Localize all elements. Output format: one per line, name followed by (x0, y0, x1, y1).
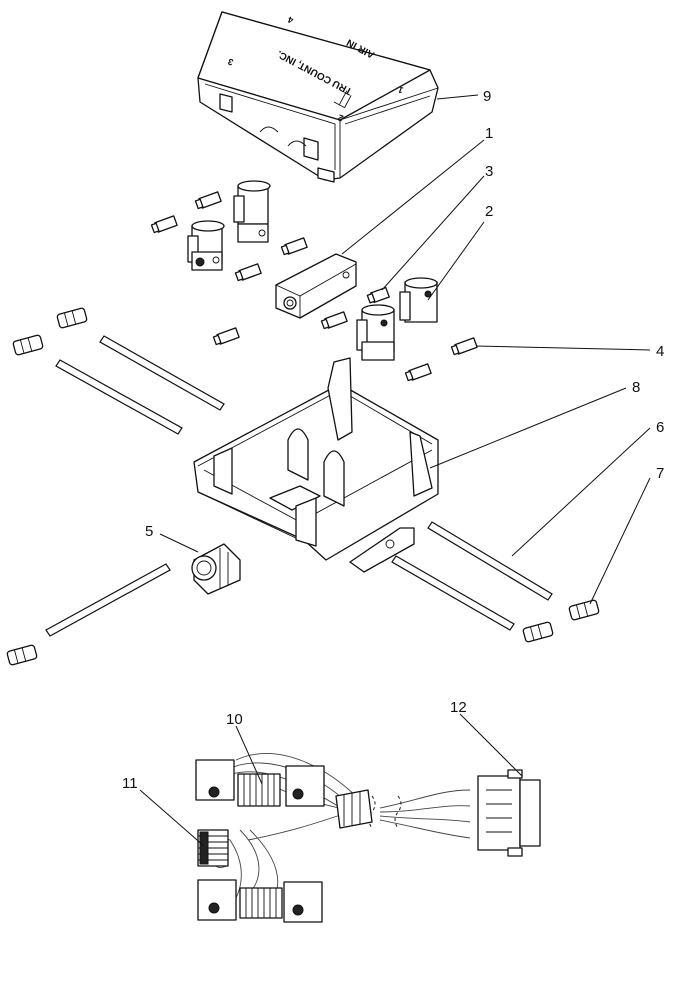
solenoid-valve-lower-right (399, 277, 438, 323)
tube-couplers (6, 307, 600, 666)
lid-port-3: 3 (227, 56, 235, 67)
callout-11: 11 (122, 775, 138, 792)
solenoid-valve-upper-right (233, 180, 271, 243)
solenoid-valve-upper-left (187, 220, 225, 271)
fitting-set (150, 191, 478, 382)
callout-1: 1 (485, 125, 493, 142)
lid-port-1: 1 (397, 84, 405, 95)
callout-8: 8 (632, 379, 640, 396)
harness-callout-leaders (139, 713, 523, 847)
callout-3: 3 (485, 163, 493, 180)
solenoid-valve-lower-left (356, 304, 395, 361)
lid-port-4: 4 (287, 14, 295, 25)
callout-5: 5 (145, 523, 153, 540)
lid-port-2: 2 (337, 112, 345, 123)
callout-leaders (159, 94, 651, 605)
callout-2: 2 (485, 203, 493, 220)
wiring-harness (195, 753, 541, 923)
cable-gland (191, 543, 241, 595)
callout-7: 7 (656, 465, 664, 482)
callout-10: 10 (226, 711, 243, 728)
callout-6: 6 (656, 419, 664, 436)
callout-12: 12 (450, 699, 467, 716)
manifold-block (275, 253, 357, 319)
tubes (45, 335, 553, 637)
callout-4: 4 (656, 343, 664, 360)
lid-cover: TRU COUNT, INC. AIR IN 4 3 1 2 (197, 11, 439, 183)
callout-9: 9 (483, 88, 491, 105)
base-tray (193, 357, 439, 573)
